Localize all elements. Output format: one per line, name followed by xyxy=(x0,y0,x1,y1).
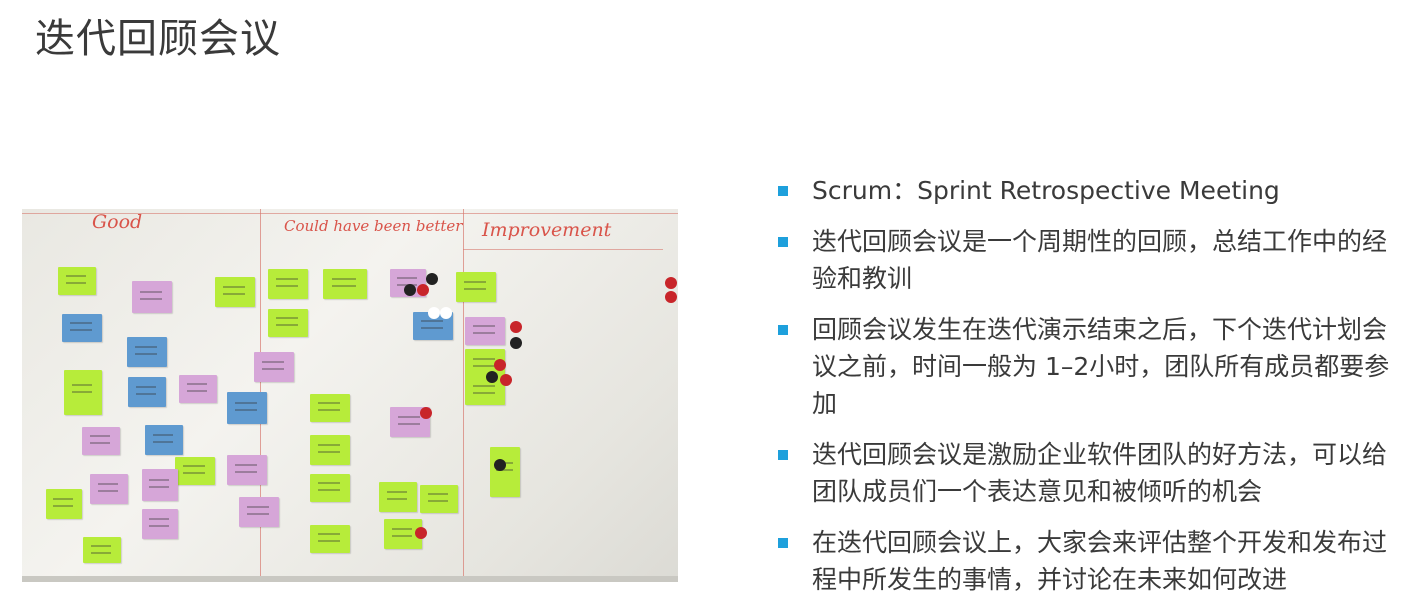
bullet-item: 迭代回顾会议是一个周期性的回顾，总结工作中的经验和教训 xyxy=(778,223,1398,297)
vote-dot xyxy=(665,277,677,289)
divider-line xyxy=(22,213,678,214)
vote-dot xyxy=(494,359,506,371)
sticky-note xyxy=(82,427,120,455)
sticky-note xyxy=(64,370,102,415)
bullet-square-icon xyxy=(778,186,788,196)
vote-dot xyxy=(417,284,429,296)
bullet-square-icon xyxy=(778,450,788,460)
sticky-note xyxy=(420,485,458,513)
vote-dot xyxy=(510,337,522,349)
vote-dot xyxy=(665,291,677,303)
bullet-square-icon xyxy=(778,325,788,335)
bullet-list: Scrum：Sprint Retrospective Meeting 迭代回顾会… xyxy=(778,172,1398,612)
sticky-note xyxy=(83,537,121,563)
sticky-note xyxy=(179,375,217,403)
bullet-item: 在迭代回顾会议上，大家会来评估整个开发和发布过程中所发生的事情，并讨论在未来如何… xyxy=(778,524,1398,598)
vote-dot xyxy=(440,307,452,319)
bullet-item: 迭代回顾会议是激励企业软件团队的好方法，可以给团队成员们一个表达意见和被倾听的机… xyxy=(778,436,1398,510)
bullet-text: 在迭代回顾会议上，大家会来评估整个开发和发布过程中所发生的事情，并讨论在未来如何… xyxy=(812,528,1388,594)
slide-title: 迭代回顾会议 xyxy=(35,16,281,62)
sticky-note xyxy=(310,394,350,422)
sticky-note xyxy=(127,337,167,367)
bullet-square-icon xyxy=(778,538,788,548)
sticky-note xyxy=(227,392,267,424)
sticky-note xyxy=(46,489,82,519)
vote-dot xyxy=(486,371,498,383)
sticky-note xyxy=(323,269,367,299)
sticky-note xyxy=(128,377,166,407)
vote-dot xyxy=(426,273,438,285)
vote-dot xyxy=(420,407,432,419)
bullet-item: 回顾会议发生在迭代演示结束之后，下个迭代计划会议之前，时间一般为 1–2小时，团… xyxy=(778,311,1398,422)
sticky-note xyxy=(239,497,279,527)
sticky-note xyxy=(254,352,294,382)
column-header-good: Good xyxy=(92,211,143,233)
bullet-text: Scrum：Sprint Retrospective Meeting xyxy=(812,176,1280,205)
sticky-note xyxy=(58,267,96,295)
bullet-square-icon xyxy=(778,237,788,247)
bullet-item: Scrum：Sprint Retrospective Meeting xyxy=(778,172,1398,209)
vote-dot xyxy=(428,307,440,319)
sticky-note xyxy=(268,269,308,299)
bullet-text: 回顾会议发生在迭代演示结束之后，下个迭代计划会议之前，时间一般为 1–2小时，团… xyxy=(812,315,1390,418)
sticky-note xyxy=(227,455,267,485)
vote-dot xyxy=(510,321,522,333)
sticky-note xyxy=(215,277,255,307)
vote-dot xyxy=(404,284,416,296)
vote-dot xyxy=(415,527,427,539)
column-header-better: Could have been better xyxy=(284,217,463,235)
sticky-note xyxy=(175,457,215,485)
column-divider xyxy=(463,209,464,576)
bullet-text: 迭代回顾会议是激励企业软件团队的好方法，可以给团队成员们一个表达意见和被倾听的机… xyxy=(812,440,1388,506)
sticky-note xyxy=(465,377,505,405)
bullet-text: 迭代回顾会议是一个周期性的回顾，总结工作中的经验和教训 xyxy=(812,227,1388,293)
sticky-note xyxy=(132,281,172,313)
sticky-note xyxy=(490,447,520,497)
retrospective-whiteboard-photo: Good Could have been better Improvement xyxy=(22,209,678,582)
sticky-note xyxy=(465,317,505,345)
sticky-note xyxy=(268,309,308,337)
sticky-note xyxy=(142,509,178,539)
sticky-note xyxy=(310,525,350,553)
sticky-note xyxy=(456,272,496,302)
divider-line xyxy=(463,249,663,250)
vote-dot xyxy=(500,374,512,386)
sticky-note xyxy=(90,474,128,504)
sticky-note xyxy=(310,435,350,465)
vote-dot xyxy=(494,459,506,471)
sticky-note xyxy=(142,469,178,501)
sticky-note xyxy=(62,314,102,342)
sticky-note xyxy=(310,474,350,502)
sticky-note xyxy=(145,425,183,455)
sticky-note xyxy=(379,482,417,512)
column-header-improvement: Improvement xyxy=(482,219,612,241)
